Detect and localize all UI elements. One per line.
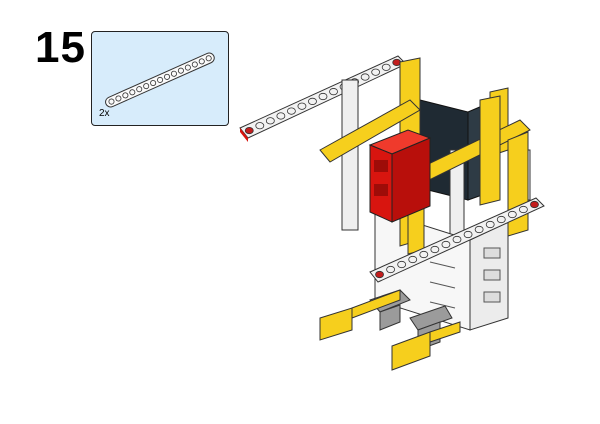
beam-hole xyxy=(329,88,338,96)
beam-hole xyxy=(136,86,143,93)
beam-hole xyxy=(397,260,407,269)
beam-hole xyxy=(198,58,205,65)
beam-hole xyxy=(430,245,440,254)
beam-hole xyxy=(507,210,517,219)
beam-hole xyxy=(419,250,429,259)
beam-hole xyxy=(386,265,396,274)
beam-hole xyxy=(530,200,539,209)
beam-hole xyxy=(286,107,296,115)
beam-hole xyxy=(265,117,275,125)
beam-hole xyxy=(143,83,150,90)
beam-hole xyxy=(371,68,381,76)
beam-hole xyxy=(452,235,462,244)
step-number: 15 xyxy=(35,23,86,72)
beam-hole xyxy=(150,80,157,87)
beam-hole xyxy=(108,98,115,105)
beam-hole xyxy=(408,255,418,264)
beam-hole xyxy=(297,102,307,110)
beam-hole xyxy=(122,92,129,99)
beam-hole xyxy=(360,73,370,81)
beam-hole xyxy=(164,73,171,80)
beam-hole xyxy=(115,95,122,102)
beam-hole xyxy=(496,215,506,224)
beam-hole xyxy=(157,76,164,83)
beam-hole xyxy=(244,126,254,135)
beam-hole xyxy=(441,240,451,249)
beam-hole xyxy=(519,205,528,214)
red-brick xyxy=(368,129,432,223)
beam-hole xyxy=(255,122,265,130)
white-beam-15-icon xyxy=(105,52,215,108)
yellow-l-beams xyxy=(319,289,461,371)
beam-hole xyxy=(191,61,198,68)
beam-hole xyxy=(170,70,177,77)
beam-hole xyxy=(184,64,191,71)
beam-hole xyxy=(381,63,391,71)
beam-hole xyxy=(129,89,136,96)
beam-hole xyxy=(375,270,384,279)
beam-hole xyxy=(205,55,212,62)
beam-hole xyxy=(474,225,484,234)
part-quantity: 2x xyxy=(99,108,110,119)
beam-hole xyxy=(463,230,473,239)
beam-hole xyxy=(177,67,184,74)
beam-hole xyxy=(276,112,286,120)
front-white-beam xyxy=(369,197,545,283)
beam-hole xyxy=(318,92,328,101)
beam-hole xyxy=(308,97,317,105)
beam-hole xyxy=(485,220,495,229)
parts-callout: 2x xyxy=(91,31,229,126)
